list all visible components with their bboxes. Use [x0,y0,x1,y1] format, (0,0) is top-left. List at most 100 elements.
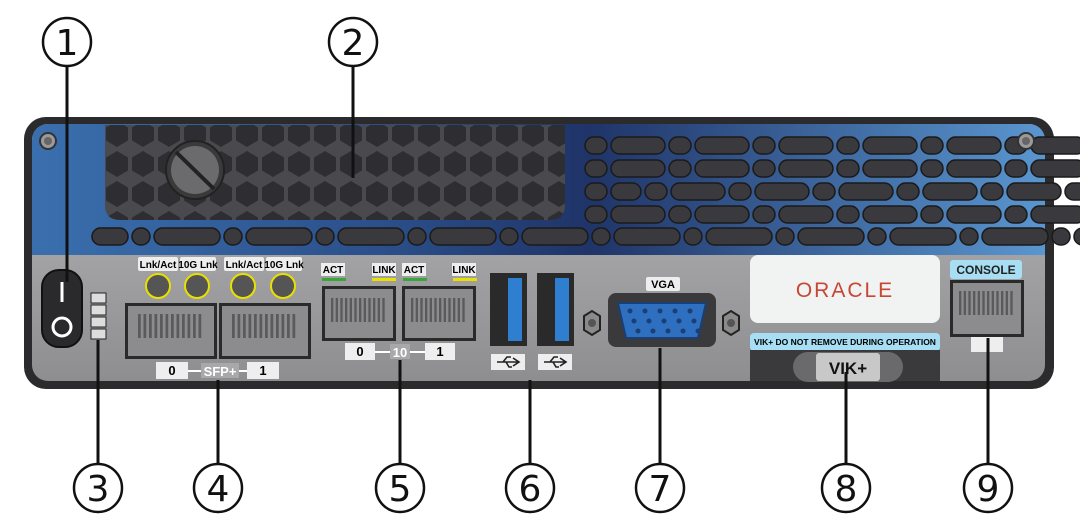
vent-slot [752,205,776,224]
callout-number: 5 [389,469,412,510]
callout-6: 6 [504,462,556,514]
oracle-label-plate [750,255,940,323]
vent-slot [584,182,608,201]
callout-number: 1 [56,23,79,64]
vent-slot [153,227,221,246]
vent-slot [1030,205,1080,224]
vent-slot [668,136,692,155]
vent-slot [705,227,773,246]
vent-slot [407,227,427,246]
vent-slot [889,227,957,246]
vent-slot [1030,159,1080,178]
vent-slot [1073,227,1080,246]
usb-port-1[interactable] [537,273,574,346]
sfp-led-label: 10G Lnk [264,260,304,271]
net10-port-1[interactable] [402,286,476,341]
vent-slot [778,136,834,155]
vent-slot [959,227,979,246]
vent-slot [223,227,243,246]
vga-port[interactable] [608,293,716,347]
vent-slot [946,205,1002,224]
callout-number: 7 [649,469,672,510]
vent-slot [694,159,750,178]
vik-warning-label: VIK+ DO NOT REMOVE DURING OPERATION [754,337,936,347]
vent-slot [775,227,795,246]
oracle-logo: ORACLE [796,279,894,302]
usb-port-0[interactable] [490,273,527,346]
vent-slot [591,227,611,246]
vent-slot [694,136,750,155]
vent-slot [728,182,752,201]
vent-slot [670,182,726,201]
callout-2: 2 [327,16,379,68]
vent-slot [1064,182,1080,201]
vent-slot [862,136,918,155]
vent-slot [812,182,836,201]
vent-slot [429,227,497,246]
vent-slot [1051,227,1071,246]
vent-slot [980,182,1004,201]
vent-slot [694,205,750,224]
vent-slot [668,205,692,224]
leader-lines [65,66,990,464]
callout-3: 3 [72,462,124,514]
callout-number: 9 [977,469,1000,510]
vik-button[interactable]: VIK+ [816,353,880,381]
net10-led-label: ACT [404,265,425,276]
vent-slot [778,205,834,224]
thumbscrew-knob[interactable] [165,140,225,200]
vent-slot [584,205,608,224]
screw-icon [1017,132,1035,150]
vent-slot [315,227,335,246]
sfp-port-0[interactable] [125,303,217,359]
status-leds [90,292,107,340]
vent-slot [836,136,860,155]
vent-slot [613,227,681,246]
callout-number: 4 [207,469,230,510]
callout-1: 1 [41,16,93,68]
sfp-led-labels: Lnk/Act 10G Lnk Lnk/Act 10G Lnk [138,257,304,271]
net10-port-labels: 0 1 10 [345,343,455,360]
sfp-leds [145,273,296,299]
power-switch[interactable] [41,269,83,348]
vent-slot [1030,136,1080,155]
screw-icon [583,309,601,337]
vent-slot [946,136,1002,155]
vent-slot [752,159,776,178]
vent-slot [584,159,608,178]
sfp-led-label: Lnk/Act [140,260,177,271]
vent-slot [1004,159,1028,178]
callout-number: 6 [519,469,542,510]
vent-slot [896,182,920,201]
vent-slot [245,227,313,246]
vent-slot [499,227,519,246]
vent-slot [754,182,810,201]
callout-9: 9 [962,462,1014,514]
sfp-port-labels: 0 1 SFP+ [156,362,279,379]
vent-slot [131,227,151,246]
net10-led-label: ACT [323,265,344,276]
sfp-port-label: 0 [168,363,175,378]
screw-icon [39,132,57,150]
vent-slot [838,182,894,201]
vent-slot [668,159,692,178]
vent-slot [521,227,589,246]
vent-slot [836,205,860,224]
vent-slot [946,159,1002,178]
vent-slot [920,136,944,155]
hex-vent [105,125,565,220]
net10-port-0[interactable] [322,286,396,341]
vent-slot [752,136,776,155]
vent-slot [862,205,918,224]
vent-slot [610,182,642,201]
sfp-led-label: 10G Lnk [178,260,218,271]
console-port[interactable] [950,280,1024,337]
net10-port-label: 1 [436,344,443,359]
callout-number: 2 [342,23,365,64]
net10-group-label: 10 [393,345,407,360]
sfp-port-1[interactable] [219,303,311,359]
vent-slot [920,205,944,224]
vik-button-label: VIK+ [829,359,867,378]
usb-icon [538,354,572,370]
